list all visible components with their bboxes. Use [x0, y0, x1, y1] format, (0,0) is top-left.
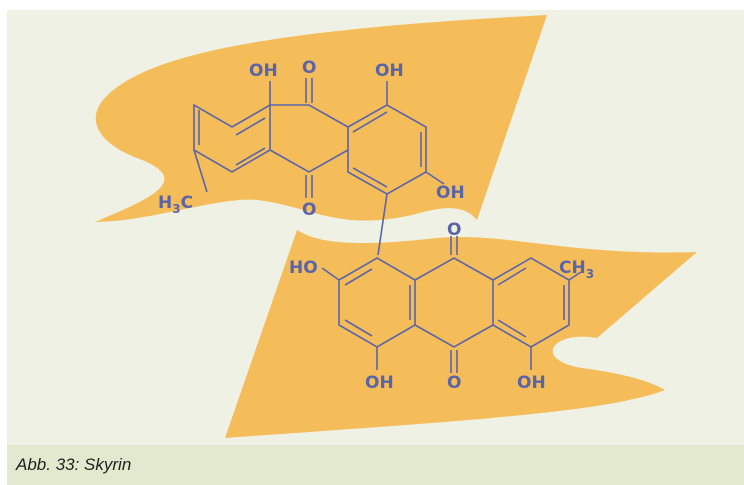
figure-caption: Abb. 33: Skyrin	[16, 455, 132, 474]
upper-molecule-bonds	[193, 78, 445, 256]
label-bottom-ch3-ch: CH	[559, 258, 586, 278]
label-bottom-ho-side: HO	[289, 258, 318, 278]
label-top-oh-left: OH	[249, 61, 278, 81]
label-top-o-bottom: O	[302, 200, 316, 220]
figure: OH O OH H3C OH O O HO CH3 OH O OH Abb. 3…	[7, 10, 744, 485]
label-top-ch3-h: H	[158, 193, 172, 213]
label-top-o-top: O	[302, 58, 316, 78]
label-top-ch3-sub: 3	[172, 202, 180, 216]
caption-bar: Abb. 33: Skyrin	[7, 445, 744, 485]
label-top-oh-right: OH	[375, 61, 404, 81]
diagram-panel: OH O OH H3C OH O O HO CH3 OH O OH	[7, 10, 744, 445]
skyrin-structure: OH O OH H3C OH O O HO CH3 OH O OH	[95, 15, 697, 438]
label-bottom-oh-left: OH	[365, 373, 394, 393]
upper-backdrop-shape	[95, 15, 547, 222]
lower-molecule-bonds	[321, 236, 582, 373]
label-bottom-ch3-sub: 3	[586, 267, 594, 281]
lower-backdrop-shape	[225, 230, 697, 438]
label-bottom-o-bottom: O	[447, 373, 461, 393]
label-bottom-ch3: CH3	[559, 258, 594, 281]
label-bottom-oh-right: OH	[517, 373, 546, 393]
label-top-ch3: H3C	[158, 193, 193, 216]
label-bottom-o-top: O	[447, 220, 461, 240]
label-top-oh-side: OH	[436, 183, 465, 203]
label-top-ch3-c: C	[181, 193, 193, 213]
